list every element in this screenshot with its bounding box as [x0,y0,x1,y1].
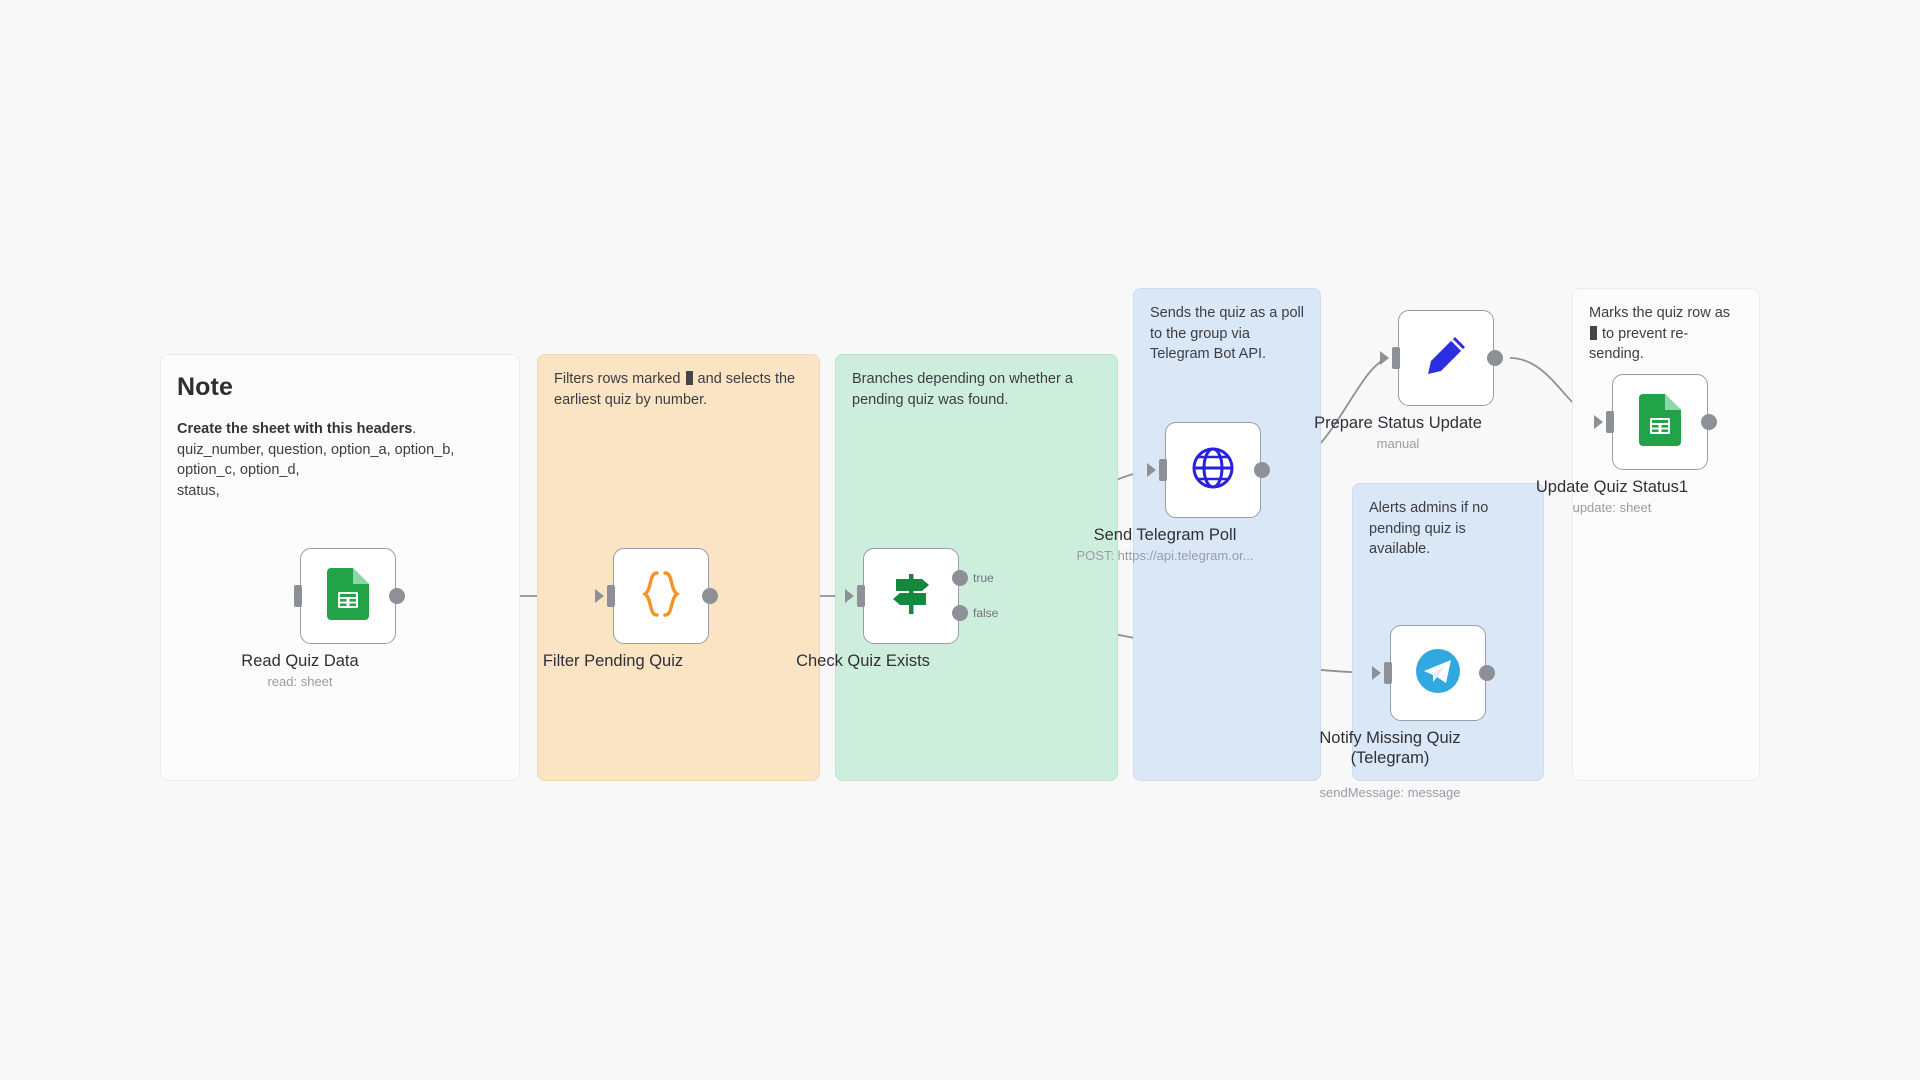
sticky-note-mark[interactable]: Marks the quiz row as to prevent re-send… [1572,288,1760,781]
input-arrow-icon [595,589,604,603]
input-arrow-icon [1147,463,1156,477]
node-label: Update Quiz Status1 [1535,478,1689,496]
note-line-1: quiz_number, question, option_a, option_… [177,441,455,458]
node-box[interactable] [1165,422,1261,518]
note-lead-tail: . [412,421,417,438]
node-label: Read Quiz Data [241,652,359,670]
note-text-after: to prevent re-sending. [1589,325,1689,363]
switch-signpost-icon [886,570,936,623]
input-port[interactable] [607,585,615,607]
node-box[interactable] [613,548,709,644]
node-label: Notify Missing Quiz (Telegram) [1319,729,1461,767]
input-port[interactable] [1392,347,1400,369]
note-body: Filters rows marked and selects the earl… [554,369,803,410]
google-sheets-icon [327,567,369,625]
note-body: Alerts admins if no pending quiz is avai… [1369,500,1489,558]
input-port[interactable] [294,585,302,607]
input-port[interactable] [1384,662,1392,684]
missing-glyph-icon [1590,325,1597,340]
note-body: Marks the quiz row as to prevent re-send… [1589,303,1743,365]
node-label: Check Quiz Exists [796,652,930,670]
node-label: Prepare Status Update [1314,414,1482,432]
note-line-3: status, [177,482,220,499]
output-port[interactable] [1487,350,1503,366]
node-label: Filter Pending Quiz [542,652,684,670]
output-port-true[interactable] [952,570,968,586]
output-port-false[interactable] [952,605,968,621]
node-sublabel: update: sheet [1572,500,1652,515]
output-port[interactable] [389,588,405,604]
node-box[interactable] [1398,310,1494,406]
sticky-note-poll[interactable]: Sends the quiz as a poll to the group vi… [1133,288,1321,781]
node-box[interactable] [1390,625,1486,721]
input-arrow-icon [1380,351,1389,365]
telegram-icon [1413,646,1463,701]
input-port[interactable] [857,585,865,607]
output-port[interactable] [1254,462,1270,478]
note-title: Note [177,373,233,401]
output-label-false: false [973,606,999,620]
note-body: Create the sheet with this headers. quiz… [177,419,503,501]
sticky-note-setup[interactable]: Note Create the sheet with this headers.… [160,354,520,781]
output-port[interactable] [702,588,718,604]
input-arrow-icon [1372,666,1381,680]
output-label-true: true [973,571,994,585]
input-arrow-icon [845,589,854,603]
note-lead: Create the sheet with this headers [177,421,413,438]
code-braces-icon [639,569,683,624]
node-label: Send Telegram Poll [1093,526,1237,544]
node-box[interactable] [863,548,959,644]
input-port[interactable] [1606,411,1614,433]
node-sublabel: POST: https://api.telegram.or... [1076,548,1254,563]
node-box[interactable] [300,548,396,644]
output-port[interactable] [1479,665,1495,681]
node-sublabel: read: sheet [267,674,333,689]
note-body: Branches depending on whether a pending … [852,371,1073,408]
note-line-2: option_c, option_d, [177,462,300,479]
pencil-edit-icon [1422,332,1470,385]
node-sublabel: manual [1376,436,1420,451]
input-port[interactable] [1159,459,1167,481]
globe-http-icon [1189,444,1237,497]
note-text-after: and selects the earliest quiz by number. [554,371,796,408]
note-text-before: Filters rows marked [554,371,685,387]
output-port[interactable] [1701,414,1717,430]
input-arrow-icon [1594,415,1603,429]
node-box[interactable] [1612,374,1708,470]
note-text-before: Marks the quiz row as [1589,305,1731,321]
missing-glyph-icon [685,371,693,385]
google-sheets-icon [1639,393,1681,451]
node-sublabel: sendMessage: message [1319,785,1461,800]
note-body: Sends the quiz as a poll to the group vi… [1150,305,1304,363]
